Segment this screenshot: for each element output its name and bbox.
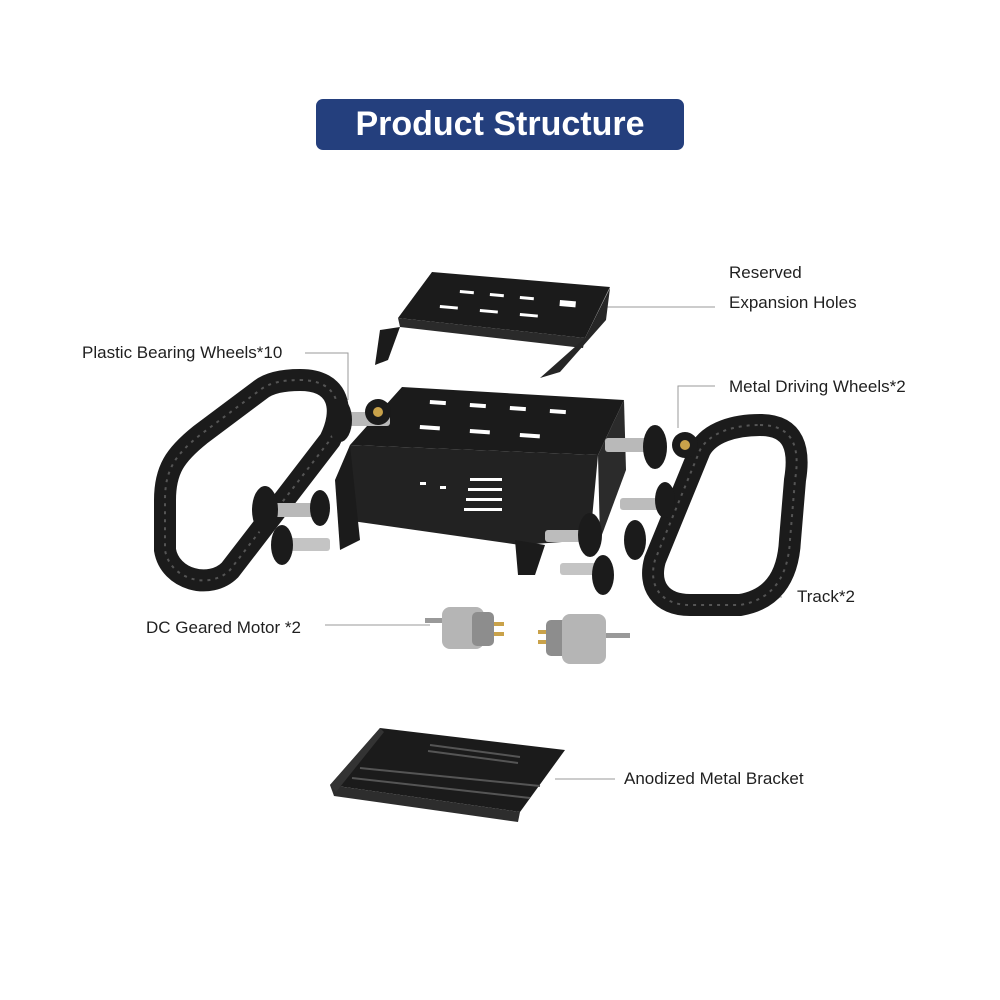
- anodized-metal-bracket: [330, 728, 565, 822]
- right-wheels: [545, 425, 698, 595]
- label-track: Track*2: [797, 587, 855, 606]
- label-metal-driving-wheels: Metal Driving Wheels*2: [729, 377, 906, 396]
- label-plastic-bearing-wheels: Plastic Bearing Wheels*10: [82, 343, 283, 362]
- label-dc-geared-motor: DC Geared Motor *2: [146, 618, 301, 637]
- chassis-holes: [419, 400, 566, 511]
- dc-geared-motors: [425, 607, 630, 664]
- left-wheels: [252, 398, 391, 565]
- label-reserved-line1: Reserved: [729, 263, 802, 282]
- page-title: Product Structure: [316, 99, 684, 150]
- right-track: [642, 413, 808, 616]
- leader-line-metal-wheels: [677, 385, 715, 428]
- top-plate: [375, 272, 610, 378]
- label-reserved-line2: Expansion Holes: [729, 293, 857, 312]
- expansion-holes: [439, 289, 576, 318]
- chassis-body: [335, 387, 626, 575]
- leader-line-plastic-wheels: [305, 352, 349, 400]
- label-anodized-metal-bracket: Anodized Metal Bracket: [624, 769, 804, 788]
